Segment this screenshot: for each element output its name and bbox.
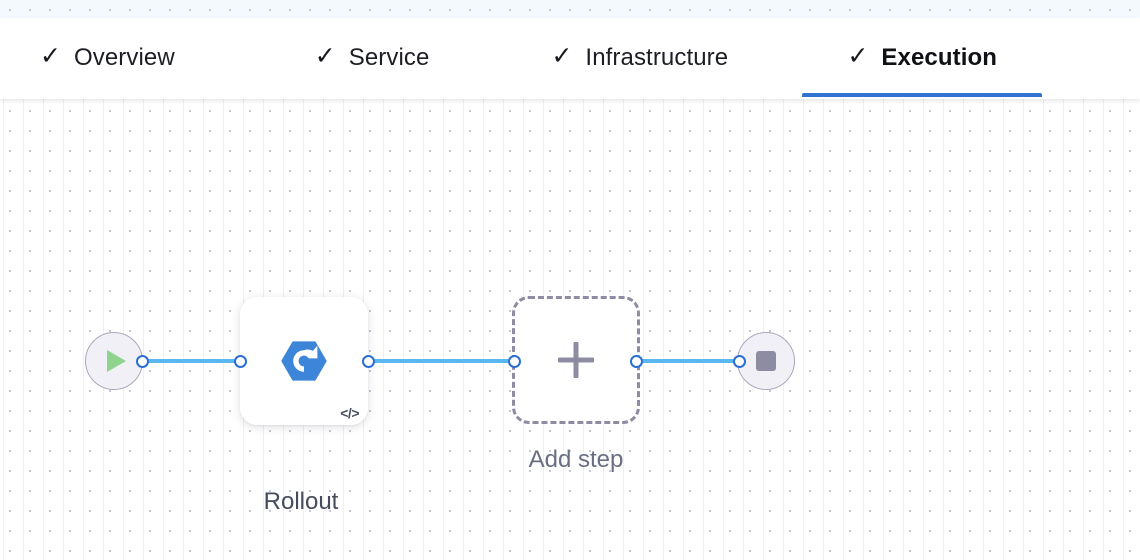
add-step-input-handle[interactable] xyxy=(508,355,521,368)
tab-service-label: Service xyxy=(348,43,430,71)
tab-service[interactable]: ✓ Service xyxy=(297,18,448,97)
rollout-deployment-step[interactable]: </> xyxy=(240,297,368,425)
check-icon: ✓ xyxy=(40,42,61,70)
pipeline-canvas[interactable]: </> Rollout Deployment Add step xyxy=(0,99,1140,560)
tab-list: ✓ Overview ✓ Service ✓ Infrastructure ✓ … xyxy=(0,18,1140,99)
top-dotted-strip xyxy=(0,0,1140,18)
stop-icon xyxy=(756,351,776,371)
tab-infrastructure[interactable]: ✓ Infrastructure xyxy=(533,18,746,97)
rollout-step-input-handle[interactable] xyxy=(234,355,247,368)
add-step-output-handle[interactable] xyxy=(630,355,643,368)
tab-overview[interactable]: ✓ Overview xyxy=(22,18,193,97)
code-icon: </> xyxy=(340,405,359,421)
rollout-deployment-icon xyxy=(275,332,333,390)
start-node[interactable] xyxy=(85,332,143,390)
rollout-deployment-label: Rollout Deployment xyxy=(190,439,412,560)
end-node[interactable] xyxy=(737,332,795,390)
wizard-tab-header: ✓ Overview ✓ Service ✓ Infrastructure ✓ … xyxy=(0,18,1140,99)
add-step-node[interactable] xyxy=(512,296,640,424)
tab-execution-label: Execution xyxy=(881,43,997,71)
end-node-input-handle[interactable] xyxy=(733,355,746,368)
tab-infrastructure-label: Infrastructure xyxy=(585,43,729,71)
tab-execution[interactable]: ✓ Execution xyxy=(802,18,1043,97)
rollout-deployment-label-line1: Rollout xyxy=(263,488,339,515)
edge-step-to-add-step[interactable] xyxy=(366,359,518,363)
play-icon xyxy=(107,350,126,372)
add-step-label: Add step xyxy=(528,446,624,473)
tab-underline-active xyxy=(802,93,1043,97)
tab-overview-label: Overview xyxy=(73,43,175,71)
edge-add-step-to-end[interactable] xyxy=(634,359,740,363)
edge-start-to-step[interactable] xyxy=(140,359,244,363)
check-icon: ✓ xyxy=(847,42,869,70)
check-icon: ✓ xyxy=(314,42,336,70)
check-icon: ✓ xyxy=(551,42,573,70)
rollout-step-output-handle[interactable] xyxy=(362,355,375,368)
start-node-output-handle[interactable] xyxy=(136,355,149,368)
plus-icon xyxy=(558,342,594,378)
